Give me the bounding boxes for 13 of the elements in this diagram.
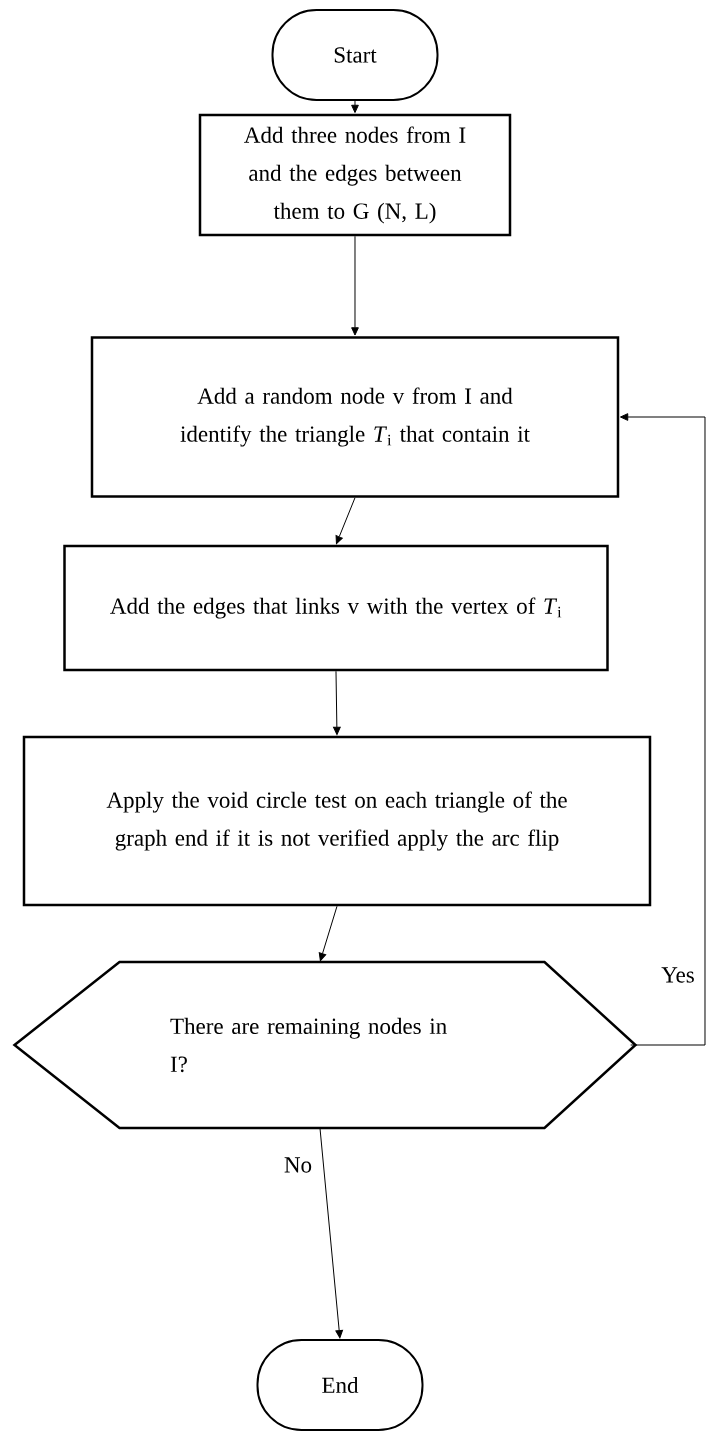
arrow (333, 670, 341, 736)
arrow (335, 497, 356, 545)
process-box: Apply the void circle test on each triangle of the graph end if it is not verified apply the arc flip (22, 735, 652, 907)
arrow (318, 905, 338, 962)
arrow (319, 1127, 344, 1339)
arrow (620, 413, 706, 1046)
process-box: Add the edges that links v with the vertex of T$_{i}$ (63, 544, 609, 672)
process-box: Add a random node v from I and identify the triangle T$_{i}$ that contain it (90, 336, 620, 498)
edge-label: No (282, 1156, 314, 1174)
edge-label: Yes (660, 966, 696, 984)
process-box: Add three nodes from I and the edges between them to G (N, L) (198, 113, 512, 237)
arrow (351, 235, 359, 336)
arrow (351, 100, 359, 114)
